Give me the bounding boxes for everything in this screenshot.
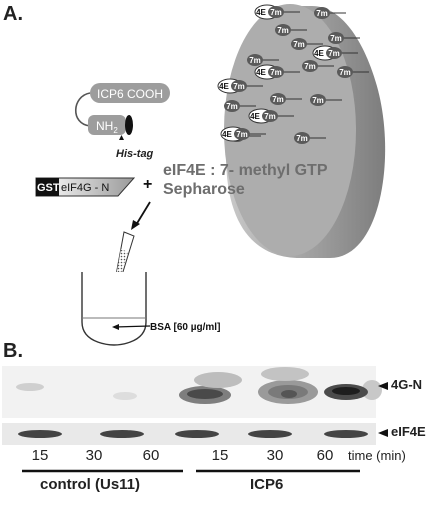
7m-cap xyxy=(234,128,250,140)
label-eif4e: eIF4E xyxy=(391,424,426,439)
gst-eif4g-construct: GST eIF4G - N + xyxy=(35,176,152,197)
svg-text:7m: 7m xyxy=(316,9,328,18)
7m-cap xyxy=(270,93,286,105)
lane-label: 60 xyxy=(316,447,334,464)
svg-text:7m: 7m xyxy=(270,8,282,17)
bead-title-line1: eIF4E : 7- methyl GTP xyxy=(163,162,328,179)
7m-cap xyxy=(268,66,284,78)
svg-text:4E: 4E xyxy=(222,130,232,139)
lane-label: 15 xyxy=(211,447,229,464)
7m-cap xyxy=(326,47,342,59)
his-tag-label: His-tag xyxy=(116,148,154,160)
svg-text:7m: 7m xyxy=(226,102,238,111)
7m-cap xyxy=(328,32,344,44)
bead-ligands: 7m7m7m7m7m7m7m7m7m7m7m7m4E7m4E7m4E7m4E7m… xyxy=(217,4,369,144)
panel-a-label: A. xyxy=(3,3,23,25)
lane-label: 60 xyxy=(142,447,160,464)
svg-text:4E: 4E xyxy=(314,49,324,58)
bead-title-line2: Sepharose xyxy=(163,181,245,198)
blot-eif4e xyxy=(2,423,376,445)
icp6-cooh-label: ICP6 COOH xyxy=(97,87,163,101)
group-icp6: ICP6 xyxy=(250,476,284,493)
icp6-construct: ICP6 COOH NH2 His-tag xyxy=(75,83,170,160)
7m-cap xyxy=(247,54,263,66)
arrow-4g-n xyxy=(378,382,388,390)
7m-cap xyxy=(262,110,278,122)
svg-text:7m: 7m xyxy=(304,62,316,71)
svg-text:7m: 7m xyxy=(293,40,305,49)
plus-sign: + xyxy=(143,176,152,193)
eif4g-n-label: eIF4G - N xyxy=(61,182,109,194)
lane-label: 30 xyxy=(266,447,284,464)
time-unit: time (min) xyxy=(348,448,406,463)
svg-text:7m: 7m xyxy=(277,26,289,35)
7m-cap xyxy=(294,132,310,144)
svg-text:7m: 7m xyxy=(330,34,342,43)
nh2-label: NH xyxy=(96,119,113,133)
7m-cap xyxy=(310,94,326,106)
svg-text:NH2: NH2 xyxy=(96,119,118,135)
svg-text:7m: 7m xyxy=(236,130,248,139)
svg-text:7m: 7m xyxy=(328,49,340,58)
svg-text:7m: 7m xyxy=(296,134,308,143)
7m-cap xyxy=(302,60,318,72)
7m-cap xyxy=(291,38,307,50)
7m-cap xyxy=(337,66,353,78)
7m-cap xyxy=(314,7,330,19)
lane-label: 30 xyxy=(85,447,103,464)
svg-text:7m: 7m xyxy=(270,68,282,77)
svg-text:7m: 7m xyxy=(233,82,245,91)
arrow-eif4e xyxy=(378,429,388,437)
svg-text:4E: 4E xyxy=(256,68,266,77)
bsa-label: BSA [60 µg/ml] xyxy=(150,322,220,333)
blot-4g-n xyxy=(2,366,382,418)
svg-text:7m: 7m xyxy=(264,112,276,121)
svg-text:4E: 4E xyxy=(250,112,260,121)
7m-cap xyxy=(231,80,247,92)
group-control: control (Us11) xyxy=(40,476,141,493)
svg-text:7m: 7m xyxy=(312,96,324,105)
label-4g-n: 4G-N xyxy=(391,377,423,392)
svg-text:7m: 7m xyxy=(272,95,284,104)
panel-b-label: B. xyxy=(3,340,23,362)
gst-label: GST xyxy=(37,182,60,194)
svg-text:4E: 4E xyxy=(256,8,266,17)
7m-cap xyxy=(268,6,284,18)
lane-label: 15 xyxy=(31,447,49,464)
svg-text:7m: 7m xyxy=(339,68,351,77)
svg-text:7m: 7m xyxy=(249,56,261,65)
7m-cap xyxy=(275,24,291,36)
arrow-to-pipette xyxy=(131,201,151,230)
7m-cap xyxy=(224,100,240,112)
svg-text:4E: 4E xyxy=(219,82,229,91)
tube: BSA [60 µg/ml] xyxy=(81,272,220,346)
